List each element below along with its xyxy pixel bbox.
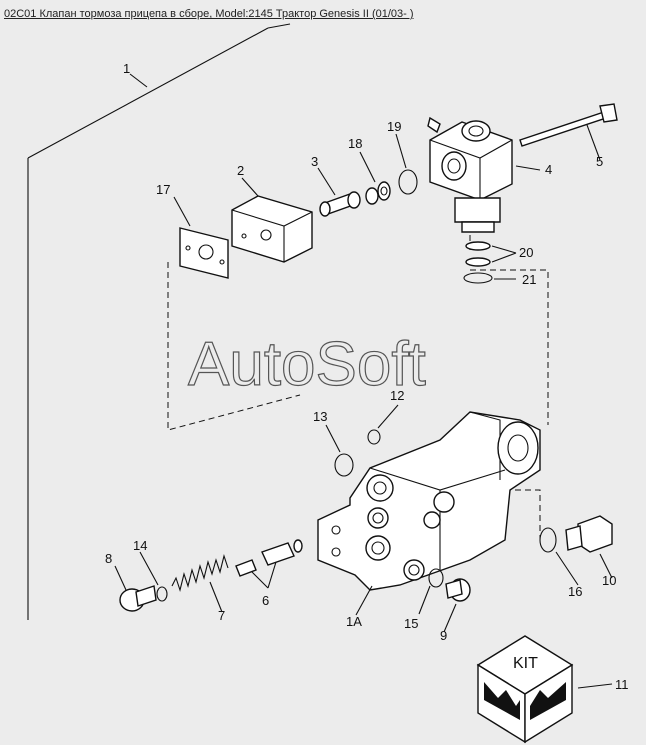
callout-13: 13 bbox=[313, 409, 327, 424]
kit-label: KIT bbox=[513, 655, 538, 672]
callout-7: 7 bbox=[218, 608, 225, 623]
spring-7 bbox=[171, 554, 229, 592]
o-ring-15 bbox=[428, 568, 444, 588]
callout-5: 5 bbox=[596, 154, 603, 169]
bolt-5 bbox=[519, 103, 618, 147]
o-ring-13 bbox=[334, 453, 354, 477]
o-ring-12 bbox=[367, 429, 381, 445]
o-ring-19 bbox=[398, 169, 418, 195]
washer-20b bbox=[465, 257, 491, 267]
o-ring-16 bbox=[539, 527, 557, 553]
callout-18: 18 bbox=[348, 136, 362, 151]
valve-housing-4 bbox=[427, 116, 513, 233]
callout-17: 17 bbox=[156, 182, 170, 197]
kit-logo-left bbox=[484, 682, 520, 720]
page-title[interactable]: 02C01 Клапан тормоза прицепа в сборе, Mo… bbox=[4, 8, 414, 20]
callout-16: 16 bbox=[568, 584, 582, 599]
callout-1A: 1A bbox=[346, 614, 362, 629]
callout-3: 3 bbox=[311, 154, 318, 169]
pistons-6 bbox=[235, 539, 303, 577]
main-valve-body-1A bbox=[317, 411, 541, 591]
gasket-17 bbox=[179, 227, 229, 279]
callout-9: 9 bbox=[440, 628, 447, 643]
callout-20: 20 bbox=[519, 245, 533, 260]
callout-11: 11 bbox=[615, 677, 629, 692]
watermark-text: AutoSoft bbox=[188, 330, 426, 399]
washer-20a bbox=[465, 241, 491, 251]
callout-12: 12 bbox=[390, 388, 404, 403]
callout-14: 14 bbox=[133, 538, 147, 553]
plug-9 bbox=[445, 578, 471, 602]
plug-10 bbox=[565, 515, 613, 553]
callout-21: 21 bbox=[522, 272, 536, 287]
callout-4: 4 bbox=[545, 162, 552, 177]
kit-logo-right bbox=[530, 682, 566, 720]
callout-10: 10 bbox=[602, 573, 616, 588]
snap-ring-21 bbox=[463, 272, 493, 284]
plug-8 bbox=[119, 585, 157, 612]
o-ring-14 bbox=[156, 586, 168, 602]
plunger-3 bbox=[319, 191, 361, 217]
seal-18 bbox=[365, 181, 391, 205]
callout-6: 6 bbox=[262, 593, 269, 608]
kit-box-11: KIT bbox=[476, 635, 574, 744]
callout-8: 8 bbox=[105, 551, 112, 566]
leader-lines bbox=[114, 73, 613, 689]
callout-15: 15 bbox=[404, 616, 418, 631]
callout-2: 2 bbox=[237, 163, 244, 178]
block-2 bbox=[231, 195, 313, 263]
callout-labels: 1 2 3 4 5 6 7 8 9 10 11 12 13 14 15 16 1… bbox=[105, 61, 629, 692]
frame-line-top bbox=[27, 27, 269, 159]
assembly-dash-left bbox=[167, 262, 301, 431]
callout-1: 1 bbox=[123, 61, 130, 76]
assembly-dash-right bbox=[470, 269, 549, 425]
callout-19: 19 bbox=[387, 119, 401, 134]
